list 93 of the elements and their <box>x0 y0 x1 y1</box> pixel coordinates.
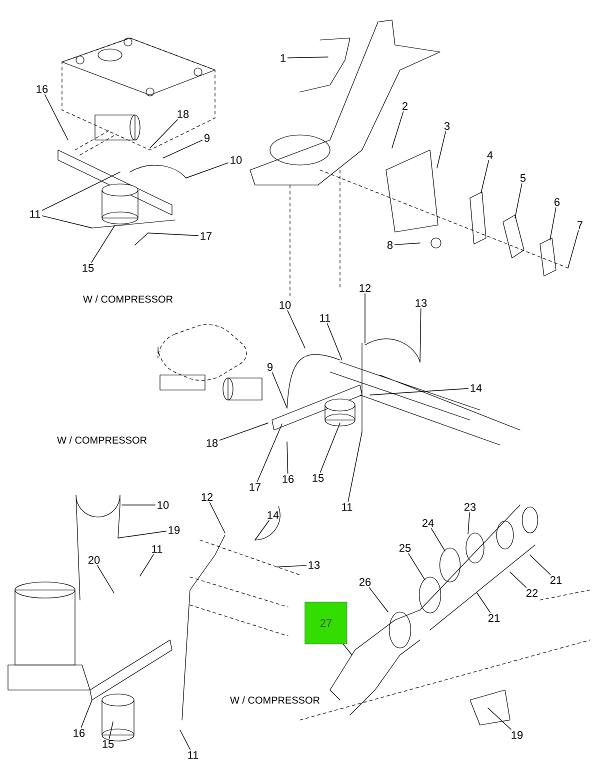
leader-line <box>568 230 579 268</box>
callout-number: 6 <box>554 198 560 206</box>
leader-line <box>140 554 154 576</box>
leader-line <box>514 183 522 218</box>
leader-line <box>118 530 167 538</box>
callout-number: 16 <box>36 85 48 93</box>
leader-line <box>148 232 199 236</box>
callout-number: 15 <box>102 740 114 748</box>
leader-line <box>364 293 366 344</box>
callout-number: 11 <box>320 314 330 322</box>
leader-line <box>468 512 470 534</box>
leader-line <box>286 442 288 474</box>
callout-number: 14 <box>268 511 279 519</box>
leader-line <box>368 587 388 612</box>
leader-line <box>287 56 328 58</box>
callout-number: 18 <box>206 439 218 447</box>
highlight-box: 27 <box>304 602 348 644</box>
callout-number: 4 <box>487 151 493 159</box>
callout-number: 23 <box>464 503 476 511</box>
leader-line <box>97 565 114 594</box>
leader-line <box>530 554 551 575</box>
leader-line <box>342 644 352 656</box>
callout-number: 2 <box>402 102 408 110</box>
leader-line <box>436 131 446 168</box>
section-title: W / COMPRESSOR <box>83 295 173 303</box>
callout-number: 11 <box>188 751 198 759</box>
leader-line <box>209 502 226 534</box>
leader-line <box>42 215 92 228</box>
callout-number: 21 <box>488 614 500 622</box>
callout-number: 10 <box>158 501 169 509</box>
callout-number: 15 <box>312 474 324 482</box>
callout-number: 5 <box>520 174 526 182</box>
leader-line <box>276 565 307 568</box>
leader-line <box>80 700 92 728</box>
leader-line <box>162 140 203 158</box>
leader-line <box>326 323 342 360</box>
leader-line <box>219 422 268 441</box>
leader-line <box>394 242 420 246</box>
callout-number: 7 <box>578 221 582 229</box>
callout-number: 16 <box>74 729 85 737</box>
leader-line <box>550 207 556 240</box>
callout-number: 26 <box>359 578 371 586</box>
callout-number: 11 <box>152 545 162 553</box>
leader-line <box>408 553 426 580</box>
callout-number: 12 <box>360 284 371 292</box>
callout-number: 22 <box>526 589 538 597</box>
leader-line <box>431 528 446 552</box>
callout-number: 18 <box>178 110 189 118</box>
callout-number: 10 <box>280 301 291 309</box>
leader-line <box>272 372 288 408</box>
leader-line <box>420 308 422 362</box>
callout-number: 9 <box>267 363 273 371</box>
section-title: W / COMPRESSOR <box>230 696 320 704</box>
leader-line <box>122 504 156 506</box>
callout-number: 17 <box>200 232 212 240</box>
callout-number: 13 <box>308 561 320 569</box>
callout-number: 11 <box>30 210 40 218</box>
callout-number: 13 <box>416 299 427 307</box>
callout-number: 11 <box>342 503 352 511</box>
leader-line <box>320 422 340 473</box>
callout-number: 14 <box>470 384 482 392</box>
leader-line <box>186 162 229 178</box>
leader-line <box>476 592 491 613</box>
callout-number: 12 <box>202 493 213 501</box>
callout-number: 1 <box>280 54 286 62</box>
leader-line <box>257 424 282 482</box>
callout-number: 8 <box>387 241 393 249</box>
leader-line <box>150 119 178 148</box>
callout-number: 3 <box>444 122 450 130</box>
callout-number: 19 <box>512 731 523 739</box>
callout-number: 10 <box>230 156 242 164</box>
callout-number: 17 <box>250 483 261 491</box>
leader-line <box>392 111 404 148</box>
callout-number: 21 <box>550 576 562 584</box>
callout-number: 24 <box>422 519 434 527</box>
leader-line <box>91 224 116 263</box>
leader-line <box>42 172 120 211</box>
leader-line <box>348 432 362 502</box>
leader-line <box>254 520 270 540</box>
leader-line <box>370 388 469 396</box>
section-title: W / COMPRESSOR <box>57 436 147 444</box>
leader-line <box>480 160 490 194</box>
callout-number: 19 <box>168 526 180 534</box>
callout-number: 9 <box>204 134 210 142</box>
callout-number: 15 <box>82 264 94 272</box>
leader-line <box>510 572 527 588</box>
callout-number: 25 <box>399 544 411 552</box>
leader-line <box>44 94 68 140</box>
leader-line <box>180 730 190 750</box>
leader-line <box>108 722 114 739</box>
callout-number: 20 <box>88 556 100 564</box>
leader-line <box>287 310 306 348</box>
callout-number: 16 <box>282 475 294 483</box>
